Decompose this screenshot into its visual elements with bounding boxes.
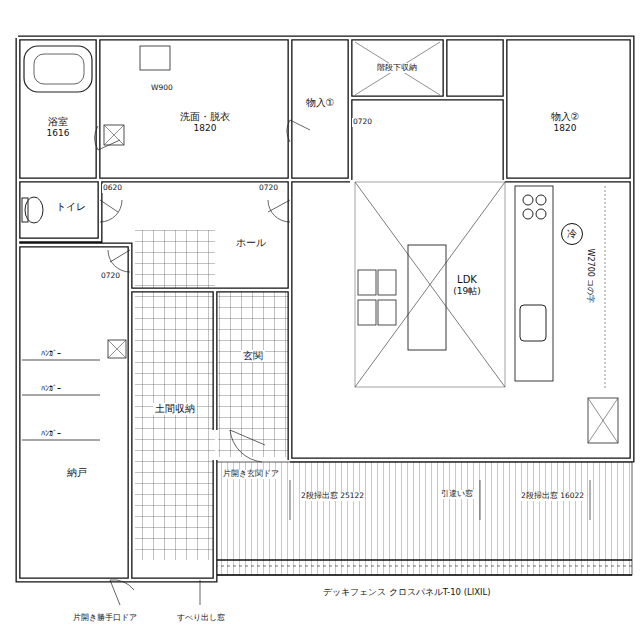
stove [536, 209, 546, 219]
toilet [22, 198, 28, 222]
room-name: 物入② [549, 111, 582, 123]
kitchen-counter [515, 186, 553, 381]
room-label: 納戸 [40, 462, 114, 484]
room-name: 階段下収納 [375, 63, 419, 72]
laundry-pan [104, 125, 124, 145]
room-name: 土間収納 [153, 403, 197, 415]
note-label: デッキフェンス クロスパネルT-10 (LIXIL) [322, 588, 492, 598]
window-mark [290, 480, 590, 520]
room-label: 階段下収納 [352, 58, 442, 78]
stove [536, 195, 546, 205]
floor-hatch [108, 340, 126, 358]
room-label: トイレ [44, 195, 98, 219]
dimension-label: W900 [150, 84, 174, 93]
note-label: 片開き勝手口ドア [72, 614, 138, 623]
dimension-label: 0720 [100, 272, 121, 281]
dining-table [408, 245, 446, 350]
storage-mark [355, 42, 440, 95]
room-name: 玄関 [241, 350, 265, 362]
room-label: 土間収納 [138, 398, 212, 420]
open-ceiling-mark [355, 182, 505, 387]
note-label: 2段掃出窓 16022 [520, 492, 585, 501]
cabinet-line [605, 186, 606, 390]
room-label: 玄関 [222, 345, 284, 367]
room-name: W2700 コの字 [585, 247, 594, 306]
deck-fence [215, 560, 632, 575]
room-name: LDK [455, 274, 479, 286]
stairwell-outline [355, 182, 505, 387]
floor-hatch [108, 340, 126, 358]
bathtub [24, 46, 92, 92]
room-name: 納戸 [65, 467, 89, 479]
chair [378, 300, 396, 325]
pantry-shelf [588, 398, 618, 443]
appliance-circle: 冷 [561, 223, 583, 245]
room-name: 浴室 [46, 116, 70, 128]
shelf-mark [588, 398, 618, 443]
dimension-label: 0720 [258, 184, 279, 193]
room-name: ホール [234, 237, 268, 249]
room-label: 洗面・脱衣1820 [140, 100, 270, 144]
room-dimension: 1616 [45, 128, 72, 138]
room-label: 物入① [292, 92, 348, 114]
tile-floor [135, 230, 215, 560]
room-dimension: 1820 [192, 123, 219, 133]
washbasin [140, 46, 170, 70]
note-label: ﾊﾝｶﾞｰ [40, 350, 62, 359]
room-name: トイレ [54, 201, 88, 213]
tile-floor [218, 292, 288, 457]
chair [378, 270, 396, 295]
deck-fence [215, 566, 632, 567]
room-name: 冷 [565, 228, 579, 240]
chair [358, 270, 376, 295]
note-label: ﾊﾝｶﾞｰ [40, 385, 62, 394]
note-label: ﾊﾝｶﾞｰ [40, 430, 62, 439]
room-label: 浴室1616 [20, 105, 96, 149]
note-label: 2段掃出窓 25122 [300, 492, 365, 501]
stove [523, 195, 533, 205]
sink [520, 305, 546, 341]
room-dimension: (19帖) [451, 286, 482, 296]
deck [215, 462, 632, 575]
note-label: 片開き玄関ドア [222, 470, 280, 479]
room-label: ホール [218, 232, 284, 254]
room-dimension: 1820 [552, 123, 579, 133]
hanger-pole [22, 360, 100, 440]
dimension-label: 0720 [352, 118, 373, 127]
chair [358, 300, 376, 325]
laundry-pan [104, 125, 124, 145]
note-label: すべり出し窓 [176, 614, 226, 623]
kitchen-label: W2700 コの字 [582, 206, 598, 346]
room-name: 物入① [304, 97, 337, 109]
door-swing [95, 120, 310, 605]
dimension-label: 0620 [102, 184, 123, 193]
wall [18, 38, 632, 580]
bathtub [34, 54, 84, 84]
room-name: 洗面・脱衣 [178, 111, 232, 123]
wall [18, 38, 632, 580]
window-mark [200, 580, 201, 605]
room-label: 物入②1820 [515, 100, 615, 144]
room-label: LDK(19帖) [432, 268, 502, 302]
note-label: 引違い窓 [440, 490, 474, 499]
stove [523, 209, 533, 219]
